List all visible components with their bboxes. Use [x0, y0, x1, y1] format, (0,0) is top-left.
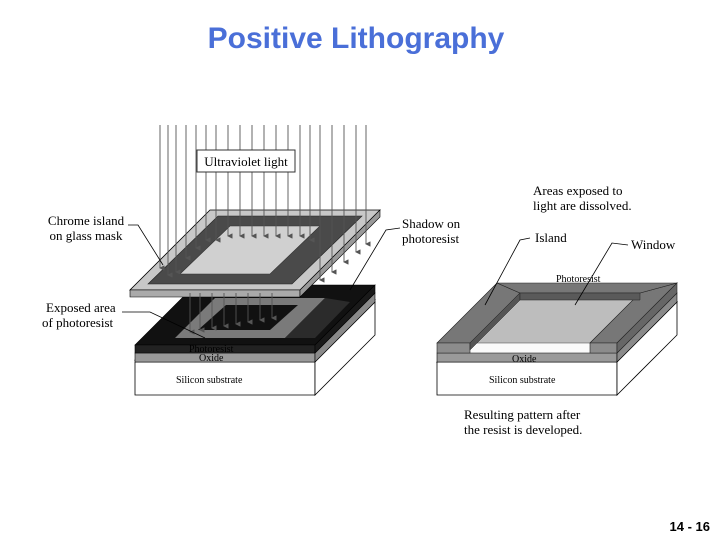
- page-title: Positive Lithography: [207, 22, 505, 55]
- areas-dissolved-label-2: light are dissolved.: [533, 198, 632, 213]
- window-label: Window: [631, 237, 676, 252]
- left-photoresist-label: Photoresist: [189, 344, 234, 355]
- areas-dissolved-label-1: Areas exposed to: [533, 183, 623, 198]
- shadow-leader: [349, 227, 401, 291]
- shadow-label-1: Shadow on: [402, 216, 461, 231]
- chrome-island-label-2: on glass mask: [50, 228, 123, 243]
- result-label-2: the resist is developed.: [464, 422, 582, 437]
- exposed-area-label-1: Exposed area: [46, 300, 116, 315]
- window-leader: [574, 242, 629, 306]
- left-oxide-label: Oxide: [199, 353, 224, 364]
- glass-mask: [129, 209, 381, 298]
- uv-light-box: [196, 149, 296, 173]
- chrome-island-leader: [128, 224, 164, 266]
- exposed-area-leader: [122, 311, 206, 339]
- shadow-label-2: photoresist: [402, 231, 459, 246]
- right-oxide-label: Oxide: [512, 354, 537, 365]
- result-label-1: Resulting pattern after: [464, 407, 581, 422]
- exposed-area-label-2: of photoresist: [42, 315, 114, 330]
- chrome-island-label-1: Chrome island: [48, 213, 125, 228]
- uv-rays: [159, 125, 371, 335]
- island-label: Island: [535, 230, 567, 245]
- right-silicon-label: Silicon substrate: [489, 375, 556, 386]
- right-photoresist-label: Photoresist: [556, 274, 601, 285]
- island-leader: [484, 237, 531, 306]
- left-wafer: [134, 284, 376, 396]
- right-wafer: [436, 282, 679, 396]
- uv-light-label: Ultraviolet light: [204, 154, 288, 169]
- left-silicon-label: Silicon substrate: [176, 375, 243, 386]
- slide-number: 14 - 16: [670, 519, 710, 534]
